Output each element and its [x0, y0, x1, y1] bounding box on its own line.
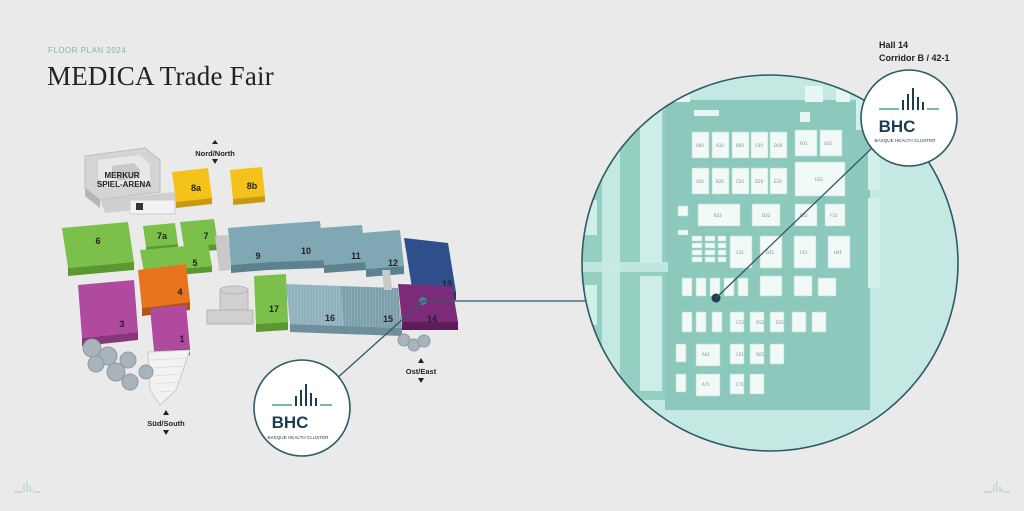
svg-text:C71: C71: [736, 382, 744, 387]
page-title: MEDICA Trade Fair: [47, 61, 274, 91]
svg-text:D52: D52: [756, 320, 765, 325]
hall-6-label: 6: [95, 236, 100, 246]
arena-label-line2: SPIEL-ARENA: [97, 180, 151, 189]
svg-text:D32: D32: [762, 213, 771, 218]
svg-text:A10: A10: [716, 143, 724, 148]
bhc-logo-left-name: BHC: [272, 413, 309, 432]
spiel-arena: MERKUR SPIEL-ARENA: [84, 147, 161, 208]
svg-text:H41: H41: [834, 250, 843, 255]
svg-text:C41: C41: [736, 250, 744, 255]
svg-text:G01: G01: [824, 141, 833, 146]
hall-11[interactable]: 11: [320, 225, 366, 273]
hall-8b[interactable]: 8b: [230, 167, 265, 205]
hall-12[interactable]: 12: [362, 230, 404, 277]
hall-14[interactable]: 14: [398, 284, 458, 330]
svg-text:H22: H22: [815, 177, 824, 182]
svg-text:A00: A00: [696, 143, 704, 148]
hall-8a[interactable]: 8a: [172, 168, 212, 208]
svg-text:A61: A61: [702, 352, 710, 357]
hall-7-label: 7: [203, 231, 208, 241]
hall-14-label: 14: [427, 314, 437, 324]
compass-south: Süd/South: [147, 410, 185, 435]
svg-text:C20: C20: [736, 179, 744, 184]
compass-east: Ost/East: [406, 358, 437, 383]
svg-text:E32: E32: [800, 213, 808, 218]
hall-label: Hall 14: [879, 40, 909, 50]
east-label: Ost/East: [406, 367, 437, 376]
svg-text:E52: E52: [776, 320, 784, 325]
hall-8b-label: 8b: [247, 181, 258, 191]
bhc-logo-left-subtitle: BASQUE HEALTH CLUSTER: [268, 435, 330, 440]
hall-8a-label: 8a: [191, 183, 202, 193]
bhc-logo-left: BHC BASQUE HEALTH CLUSTER: [253, 359, 351, 457]
bhc-logo-right: BHC BASQUE HEALTH CLUSTER: [860, 69, 958, 167]
floor-plan-eyebrow: FLOOR PLAN 2024: [48, 46, 127, 55]
hall-10-label: 10: [301, 246, 311, 256]
hall-6[interactable]: 6: [62, 222, 134, 276]
compass-north: Nord/North: [195, 140, 235, 164]
svg-text:F41: F41: [800, 250, 808, 255]
svg-text:B00: B00: [736, 143, 744, 148]
hall-7a-label: 7a: [157, 231, 168, 241]
svg-text:F01: F01: [800, 141, 808, 146]
bhc-logo-right-name: BHC: [879, 117, 916, 136]
hall-3-label: 3: [119, 319, 124, 329]
hall-15-label: 15: [383, 314, 393, 324]
hall-10[interactable]: 10: [265, 221, 324, 270]
svg-text:A20: A20: [696, 179, 704, 184]
hall-16[interactable]: 16: [286, 284, 344, 334]
hall-16-label: 16: [325, 313, 335, 323]
svg-text:D61: D61: [756, 352, 765, 357]
hall-17-label: 17: [269, 304, 279, 314]
svg-text:C61: C61: [736, 352, 744, 357]
footer-mark-left: [14, 481, 40, 493]
svg-text:D00: D00: [774, 143, 783, 148]
hall-1-label: 1: [179, 334, 184, 344]
svg-text:E20: E20: [774, 179, 782, 184]
footer-mark-right: [984, 481, 1010, 493]
connector-logo: [334, 300, 424, 381]
svg-text:D20: D20: [755, 179, 764, 184]
svg-text:B20: B20: [716, 179, 724, 184]
hall-5-label: 5: [192, 258, 197, 268]
svg-text:F32: F32: [830, 213, 838, 218]
svg-text:B32: B32: [714, 213, 722, 218]
hall-15[interactable]: 15: [340, 286, 402, 336]
svg-text:A71: A71: [702, 382, 710, 387]
hall-17[interactable]: 17: [254, 274, 288, 332]
hall-3[interactable]: 3: [78, 280, 138, 346]
north-label: Nord/North: [195, 149, 235, 158]
svg-text:C52: C52: [736, 320, 744, 325]
booth-location: Hall 14 Corridor B / 42-1: [879, 39, 950, 65]
south-label: Süd/South: [147, 419, 185, 428]
hall-13-label: 13: [442, 279, 452, 289]
hall-4-label: 4: [177, 287, 182, 297]
hall-9-label: 9: [255, 251, 260, 261]
svg-text:C00: C00: [755, 143, 763, 148]
svg-text:D41: D41: [766, 250, 775, 255]
hall-12-label: 12: [388, 258, 398, 268]
hall-11-label: 11: [351, 251, 361, 261]
bhc-logo-right-subtitle: BASQUE HEALTH CLUSTER: [875, 138, 937, 143]
corridor-label: Corridor B / 42-1: [879, 53, 950, 63]
arena-label-line1: MERKUR: [104, 171, 139, 180]
hall-9[interactable]: 9: [228, 225, 268, 273]
